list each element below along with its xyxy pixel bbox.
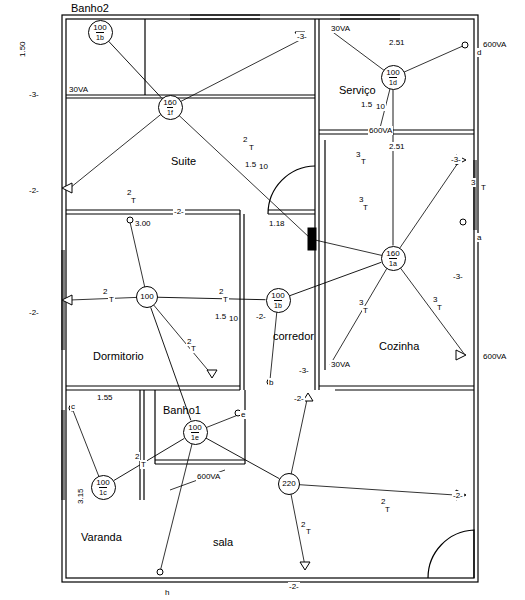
- plan-annotation: 30VA: [68, 85, 89, 94]
- plan-annotation: -2-: [255, 312, 267, 321]
- lamp-circle: 1001b: [266, 288, 291, 313]
- lamp-circuit: 1c: [99, 487, 106, 496]
- plan-annotation: 3.00: [134, 219, 152, 228]
- lamp-circuit: 1a: [389, 258, 397, 267]
- room-name: corredor: [272, 330, 315, 342]
- lamp-circle: 1001b: [88, 20, 113, 45]
- lamp-power: 100: [188, 424, 201, 432]
- plan-annotation: T: [384, 505, 391, 514]
- room-name: Dormitorio: [92, 350, 145, 362]
- plan-annotation: -2-: [293, 394, 305, 403]
- plan-annotation: 600VA: [482, 352, 507, 361]
- lamp-circle: 100: [136, 286, 158, 308]
- plan-annotation: 600VA: [482, 40, 507, 49]
- plan-annotation: 1.5: [244, 160, 257, 169]
- room-name: Banho2: [70, 2, 110, 14]
- plan-annotation: T: [360, 157, 367, 166]
- wire-run: [151, 307, 191, 420]
- plan-annotation: T: [130, 196, 137, 205]
- plan-annotation: 10: [375, 102, 386, 111]
- lamp-circle: 1001d: [381, 65, 406, 90]
- plan-annotation: T: [362, 203, 369, 212]
- plan-annotation: -3-: [452, 272, 464, 281]
- room-name: Cozinha: [378, 340, 420, 352]
- lamp-power: 100: [140, 293, 153, 301]
- plan-annotation: 30VA: [330, 24, 351, 33]
- plan-annotation: 2.51: [388, 142, 406, 151]
- plan-annotation: d: [476, 48, 482, 57]
- plan-annotation: -2-: [452, 491, 464, 500]
- lamp-power: 100: [96, 479, 109, 487]
- plan-annotation: -2-: [288, 582, 300, 591]
- lamp-circle: 1601a: [381, 246, 406, 271]
- lamp-circle: 1001c: [91, 475, 116, 500]
- wire-run: [158, 297, 266, 299]
- plan-annotation: 1.55: [96, 393, 114, 402]
- wire-run: [393, 90, 394, 246]
- plan-annotation: 1.18: [268, 219, 286, 228]
- plan-annotation: 600VA: [196, 472, 221, 481]
- plan-annotation: 1.50: [18, 40, 27, 58]
- plan-annotation: e: [240, 410, 246, 419]
- plan-annotation: -2-: [28, 308, 40, 317]
- plan-annotation: 10: [258, 162, 269, 171]
- lamp-power: 100: [93, 24, 106, 32]
- plan-annotation: -3-: [28, 90, 40, 99]
- plan-annotation: T: [436, 303, 443, 312]
- room-name: Varanda: [80, 531, 123, 543]
- room-name: Serviço: [338, 84, 377, 96]
- lamp-power: 160: [163, 99, 176, 107]
- lamp-power: 220: [282, 480, 295, 488]
- lamp-circuit: 1b: [274, 300, 282, 309]
- lamp-circle: 220: [278, 473, 300, 495]
- plan-annotation: h: [164, 588, 170, 597]
- plan-annotation: T: [305, 527, 312, 536]
- lamp-circle: 1601f: [158, 95, 183, 120]
- plan-annotation: a: [476, 233, 482, 242]
- plan-annotation: c: [70, 402, 76, 411]
- lamp-power: 100: [386, 69, 399, 77]
- plan-annotation: T: [480, 183, 487, 192]
- plan-annotation: -2-: [173, 207, 185, 216]
- plan-annotation: -3-: [450, 155, 462, 164]
- plan-annotation: 2.51: [388, 38, 406, 47]
- lamp-circuit: 1d: [389, 77, 397, 86]
- plan-annotation: T: [222, 295, 229, 304]
- plan-annotation: b: [268, 378, 274, 387]
- plan-annotation: 1.5: [360, 100, 373, 109]
- lamp-circuit: 1e: [191, 432, 199, 441]
- plan-annotation: 600VA: [368, 126, 393, 135]
- wire-run: [290, 262, 382, 295]
- plan-annotation: 3.15: [76, 487, 85, 505]
- lamp-power: 100: [271, 292, 284, 300]
- lamp-circle: 1001e: [183, 420, 208, 445]
- wire-run: [109, 41, 162, 98]
- plan-annotation: 30VA: [330, 360, 351, 369]
- plan-annotation: T: [362, 306, 369, 315]
- room-name: Suite: [170, 155, 197, 167]
- wire-run: [114, 438, 185, 480]
- plan-annotation: 3: [470, 178, 476, 187]
- lamp-circuit: 1f: [167, 107, 173, 116]
- plan-annotation: T: [140, 460, 147, 469]
- plan-annotation: T: [248, 143, 255, 152]
- plan-annotation: 1.5: [214, 312, 227, 321]
- plan-annotation: T: [108, 295, 115, 304]
- lamp-power: 160: [386, 250, 399, 258]
- plan-annotation: -2-: [28, 186, 40, 195]
- plan-annotation: T: [190, 344, 197, 353]
- plan-annotation: 10: [228, 314, 239, 323]
- plan-annotation: -3-: [298, 366, 310, 375]
- room-name: sala: [212, 536, 234, 548]
- plan-annotation: -3-: [296, 32, 308, 41]
- lamp-circuit: 1b: [96, 32, 104, 41]
- room-name: Banho1: [162, 404, 202, 416]
